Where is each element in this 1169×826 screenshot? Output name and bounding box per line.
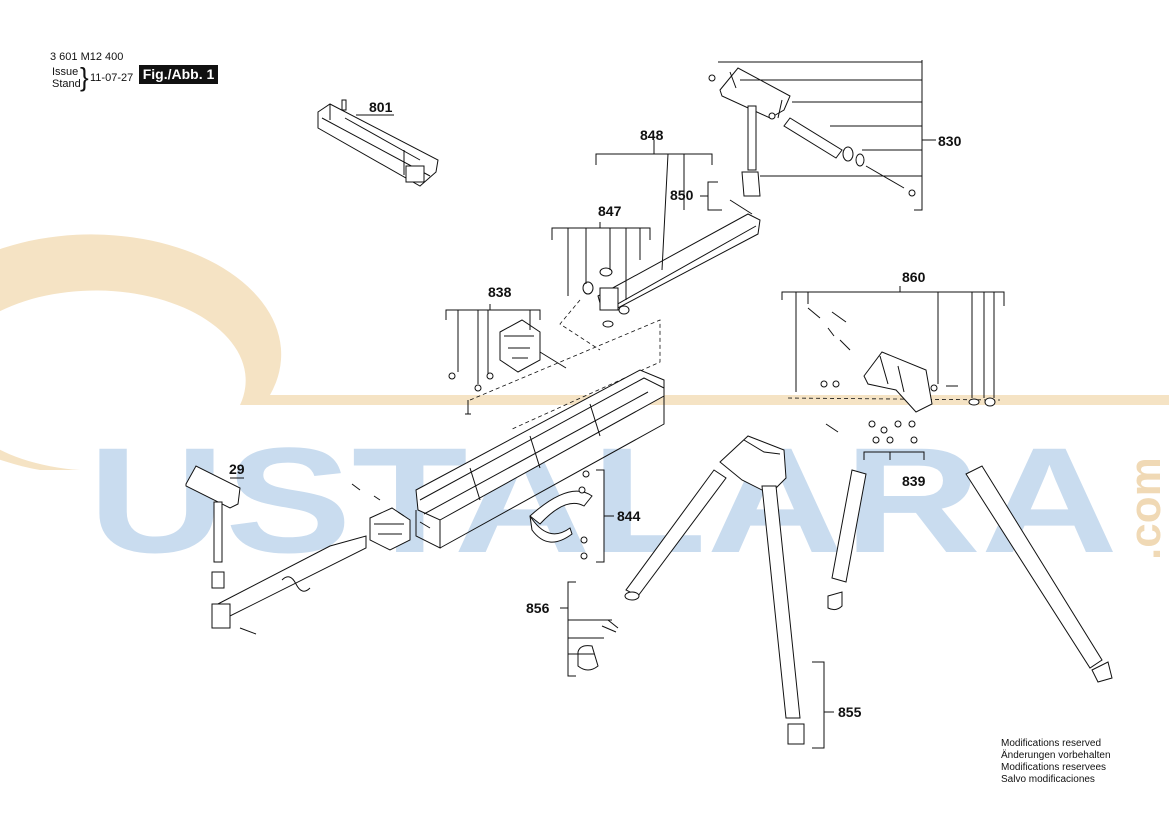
document-number: 3 601 M12 400	[50, 51, 124, 63]
issue-date: 11-07-27	[90, 72, 134, 84]
part-844-drawing	[529, 470, 593, 560]
part-838-drawing	[448, 319, 567, 415]
watermark: USTALARA .com	[0, 234, 1169, 584]
part-29-drawing	[185, 465, 367, 635]
end-cap-drawing	[351, 483, 431, 551]
part-860-drawing	[807, 307, 996, 444]
part-label-856: 856	[526, 600, 550, 616]
rear-leg-assembly-drawing	[827, 465, 1113, 683]
modifications-es: Salvo modificaciones	[1001, 774, 1095, 785]
part-label-839: 839	[902, 473, 926, 489]
part-label-860: 860	[902, 269, 926, 285]
watermark-suffix: .com	[1121, 457, 1169, 560]
part-label-838: 838	[488, 284, 512, 300]
modifications-fr: Modifications reservees	[1001, 762, 1107, 773]
modifications-en: Modifications reserved	[1001, 738, 1102, 749]
part-830-drawing	[708, 67, 916, 197]
part-label-850: 850	[670, 187, 694, 203]
stand-label: Stand	[52, 78, 81, 90]
part-label-848: 848	[640, 127, 664, 143]
issue-brace: }	[80, 62, 89, 92]
part-label-855: 855	[838, 704, 862, 720]
part-label-847: 847	[598, 203, 622, 219]
main-rail-drawing	[415, 369, 665, 549]
modifications-de: Änderungen vorbehalten	[1001, 750, 1111, 761]
part-label-801: 801	[369, 99, 393, 115]
issue-label: Issue	[52, 66, 79, 78]
part-number-labels: 801 848 830 850 847 838 860 29 844 839 8…	[229, 99, 962, 720]
figure-label: Fig./Abb. 1	[139, 65, 218, 84]
watermark-swoosh	[0, 234, 1169, 470]
callout-brackets	[230, 60, 1005, 749]
part-label-29: 29	[229, 461, 245, 477]
part-801-drawing	[317, 99, 439, 187]
part-848-drawing	[582, 199, 761, 328]
watermark-text: USTALARA	[88, 416, 1118, 584]
part-label-844: 844	[617, 508, 641, 524]
front-leg-assembly-drawing	[577, 435, 805, 745]
part-label-830: 830	[938, 133, 962, 149]
